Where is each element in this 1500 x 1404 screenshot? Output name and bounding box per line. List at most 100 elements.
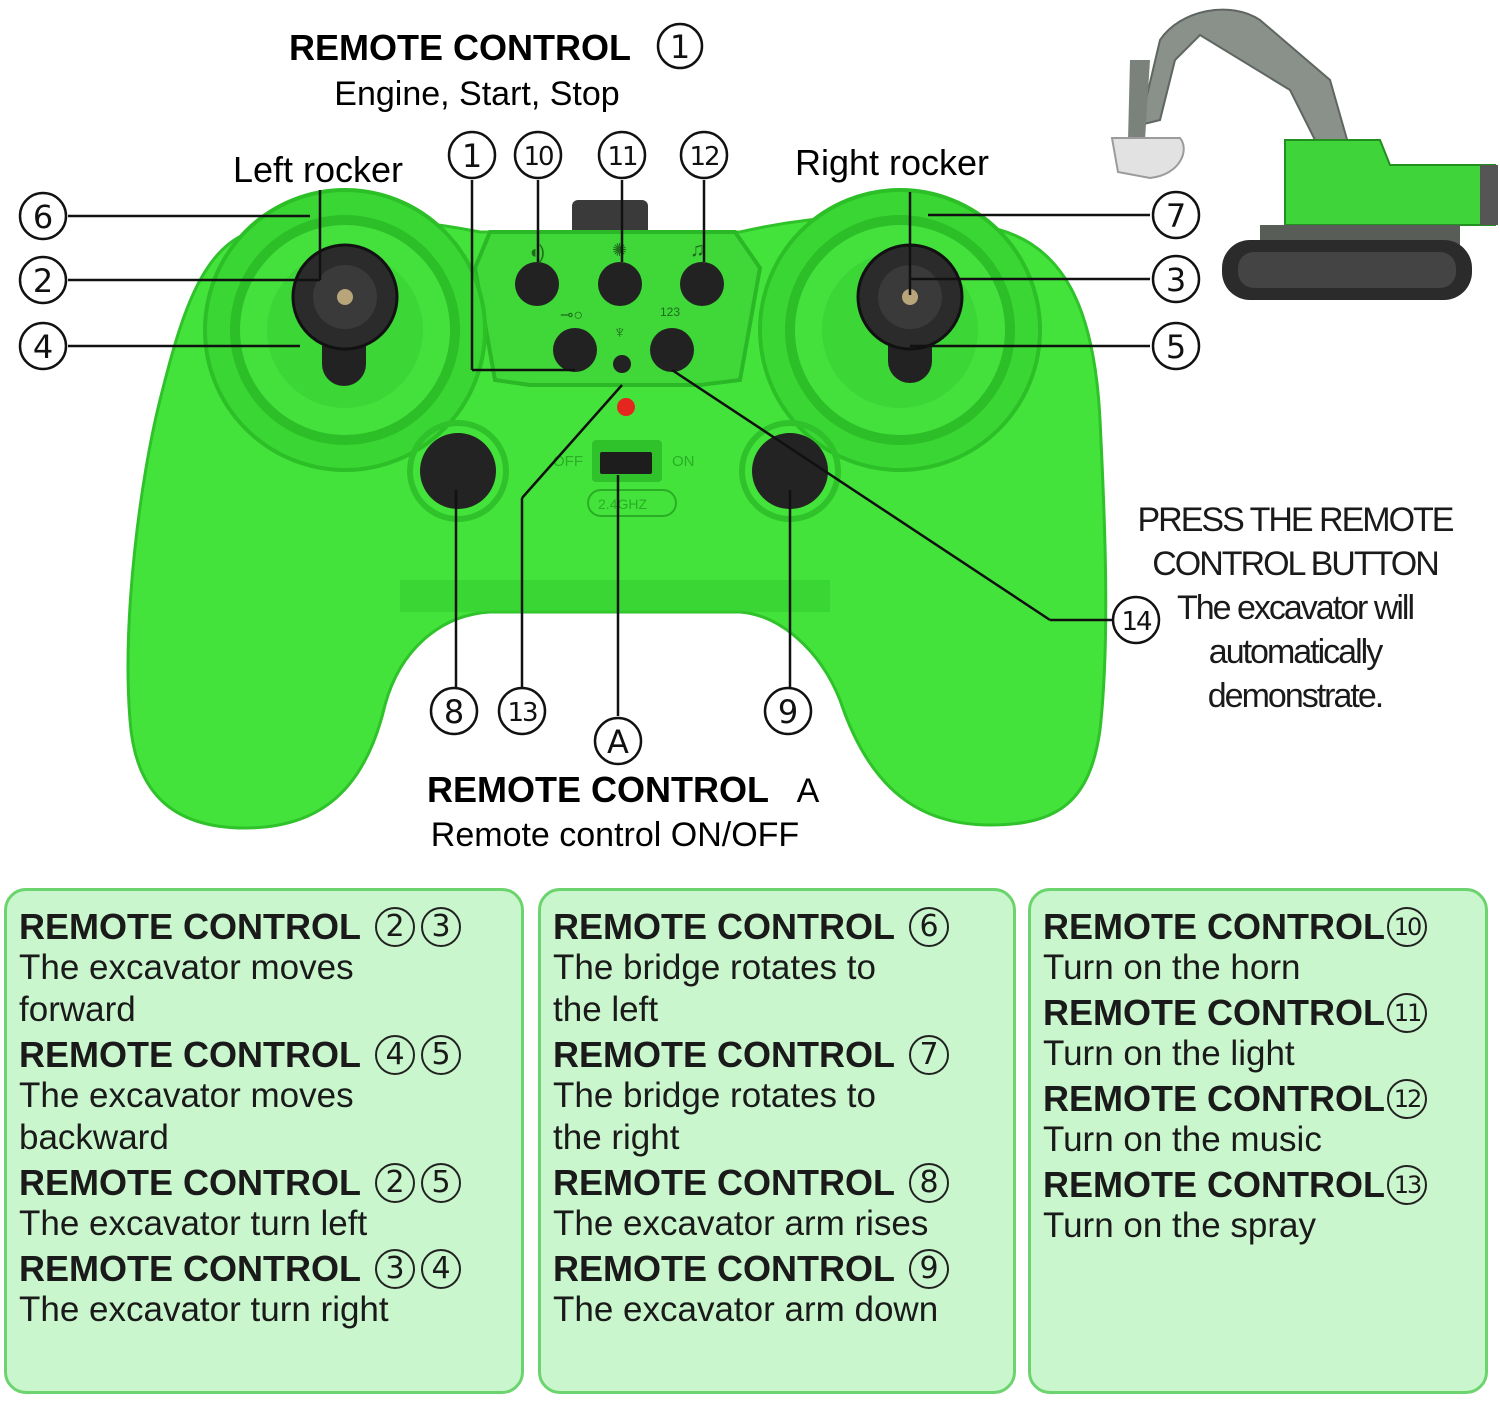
row-title-text: REMOTE CONTROL — [553, 1162, 895, 1203]
row-title: REMOTE CONTROL 6 — [553, 907, 1003, 947]
horn-button[interactable] — [515, 262, 559, 306]
callout-12: 12 — [679, 130, 729, 180]
num-badge: 11 — [1386, 993, 1427, 1033]
callout-2: 2 — [18, 255, 68, 305]
row-nums: 9 — [908, 1249, 955, 1289]
power-switch[interactable] — [600, 452, 652, 474]
horn-icon: ◖) — [528, 242, 545, 262]
top-subtitle: Engine, Start, Stop — [334, 75, 619, 113]
demo-note-line3: The excavator will — [1176, 589, 1415, 627]
row-title-text: REMOTE CONTROL — [1043, 1164, 1385, 1205]
music-button[interactable] — [680, 262, 724, 306]
row-title-text: REMOTE CONTROL — [19, 1248, 361, 1289]
light-button[interactable] — [598, 262, 642, 306]
num-badge: 2 — [374, 1163, 415, 1203]
num-badge: 6 — [908, 907, 949, 947]
callout-5: 5 — [1151, 321, 1201, 371]
music-icon: ♫ — [690, 239, 705, 261]
svg-text:9: 9 — [778, 693, 798, 731]
row-title-text: REMOTE CONTROL — [19, 1162, 361, 1203]
arm-rise-button[interactable] — [420, 433, 496, 509]
row-nums: 6 — [908, 907, 955, 947]
top-title: REMOTE CONTROL — [289, 27, 631, 68]
row-description: Turn on the light — [1043, 1034, 1295, 1073]
bottom-center-subtitle: Remote control ON/OFF — [431, 816, 799, 854]
excavator-tracks-inner — [1238, 252, 1456, 288]
key-icon: ⊸○ — [560, 307, 583, 324]
demo-button[interactable] — [650, 328, 694, 372]
row-description: The excavator moves forward — [19, 948, 354, 1029]
leader-lines — [68, 180, 1150, 716]
row-description: Turn on the spray — [1043, 1206, 1317, 1245]
demo-note-line1: PRESS THE REMOTE — [1137, 501, 1455, 539]
callout-6: 6 — [18, 191, 68, 241]
row-description: The excavator moves backward — [19, 1076, 354, 1157]
callout-4: 4 — [18, 321, 68, 371]
callout-13: 13 — [497, 686, 547, 736]
callout-10: 10 — [513, 130, 563, 180]
bottom-center-title: REMOTE CONTROL — [427, 769, 769, 810]
row-title-text: REMOTE CONTROL — [553, 1034, 895, 1075]
row-title-text: REMOTE CONTROL — [553, 906, 895, 947]
num-badge: 3 — [374, 1249, 415, 1289]
num-badge: 13 — [1386, 1165, 1427, 1205]
light-icon: ✺ — [612, 240, 627, 260]
switch-on-label: ON — [672, 453, 695, 470]
title-callout-1: 1 — [656, 22, 704, 70]
left-stick-screw — [337, 289, 353, 305]
callout-7: 7 — [1151, 190, 1201, 240]
svg-text:1: 1 — [462, 137, 482, 175]
excavator-bucket — [1110, 137, 1185, 180]
engine-button[interactable] — [553, 328, 597, 372]
switch-off-label: OFF — [553, 453, 583, 470]
row-description: The excavator turn left — [19, 1204, 368, 1243]
row-nums: 12 — [1386, 1079, 1433, 1119]
row-title-text: REMOTE CONTROL — [1043, 1078, 1385, 1119]
callout-8: 8 — [429, 686, 479, 736]
excavator-body — [1284, 139, 1496, 226]
arm-down-button[interactable] — [752, 433, 828, 509]
num-badge: 12 — [1386, 1079, 1427, 1119]
num-badge: 10 — [1386, 907, 1427, 947]
callout-11: 11 — [597, 130, 647, 180]
power-led — [617, 398, 635, 416]
row-nums: 11 — [1386, 993, 1433, 1033]
row-title-text: REMOTE CONTROL — [1043, 906, 1385, 947]
callout-markers: 6 2 4 7 3 5 1 10 11 12 8 13 9 A 14 1 — [18, 22, 1201, 766]
row-nums: 13 — [1386, 1165, 1433, 1205]
num-badge: 3 — [420, 907, 461, 947]
callout-14: 14 — [1111, 595, 1161, 645]
excavator-illustration — [1110, 8, 1498, 300]
svg-text:8: 8 — [444, 693, 464, 731]
svg-text:13: 13 — [507, 698, 537, 728]
demo-note: PRESS THE REMOTE CONTROL BUTTON The exca… — [1110, 498, 1480, 718]
right-rocker-label: Right rocker — [795, 142, 989, 183]
num-badge: 7 — [908, 1035, 949, 1075]
freq-badge — [587, 489, 677, 517]
num-badge: 2 — [374, 907, 415, 947]
svg-text:2: 2 — [33, 262, 53, 300]
svg-text:A: A — [607, 723, 629, 761]
demo-icon: 123 — [660, 305, 680, 319]
spray-button[interactable] — [613, 355, 631, 373]
svg-text:1: 1 — [670, 28, 690, 66]
row-nums: 7 — [908, 1035, 955, 1075]
svg-text:3: 3 — [1166, 261, 1186, 299]
row-title-text: REMOTE CONTROL — [19, 1034, 361, 1075]
